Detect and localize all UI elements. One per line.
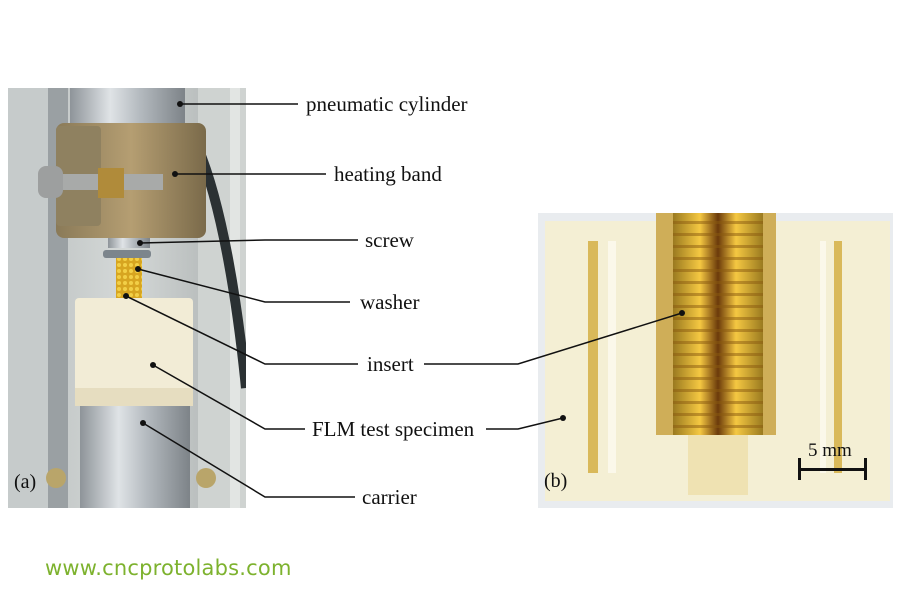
website-url[interactable]: www.cncprotolabs.com [45,556,292,580]
label-pneumatic-cylinder: pneumatic cylinder [306,92,468,116]
scale-bar-tick-right [864,458,867,480]
photo-panel-a: (a) [8,88,246,508]
photo-panel-b: (b) 5 mm [538,213,893,508]
panel-a-tag: (a) [14,471,37,493]
panel-b-tag: (b) [544,470,568,492]
label-heating-band: heating band [334,162,442,186]
insert-cross-section-illustration [538,213,893,508]
scale-bar-label: 5 mm [808,440,852,461]
scale-bar-tick-left [798,458,801,480]
label-insert: insert [367,352,414,376]
label-carrier: carrier [362,485,417,509]
label-washer: washer [360,290,420,314]
test-rig-illustration [8,88,246,508]
label-screw: screw [365,228,414,252]
scale-bar [798,468,866,471]
label-flm-test-specimen: FLM test specimen [312,417,475,441]
